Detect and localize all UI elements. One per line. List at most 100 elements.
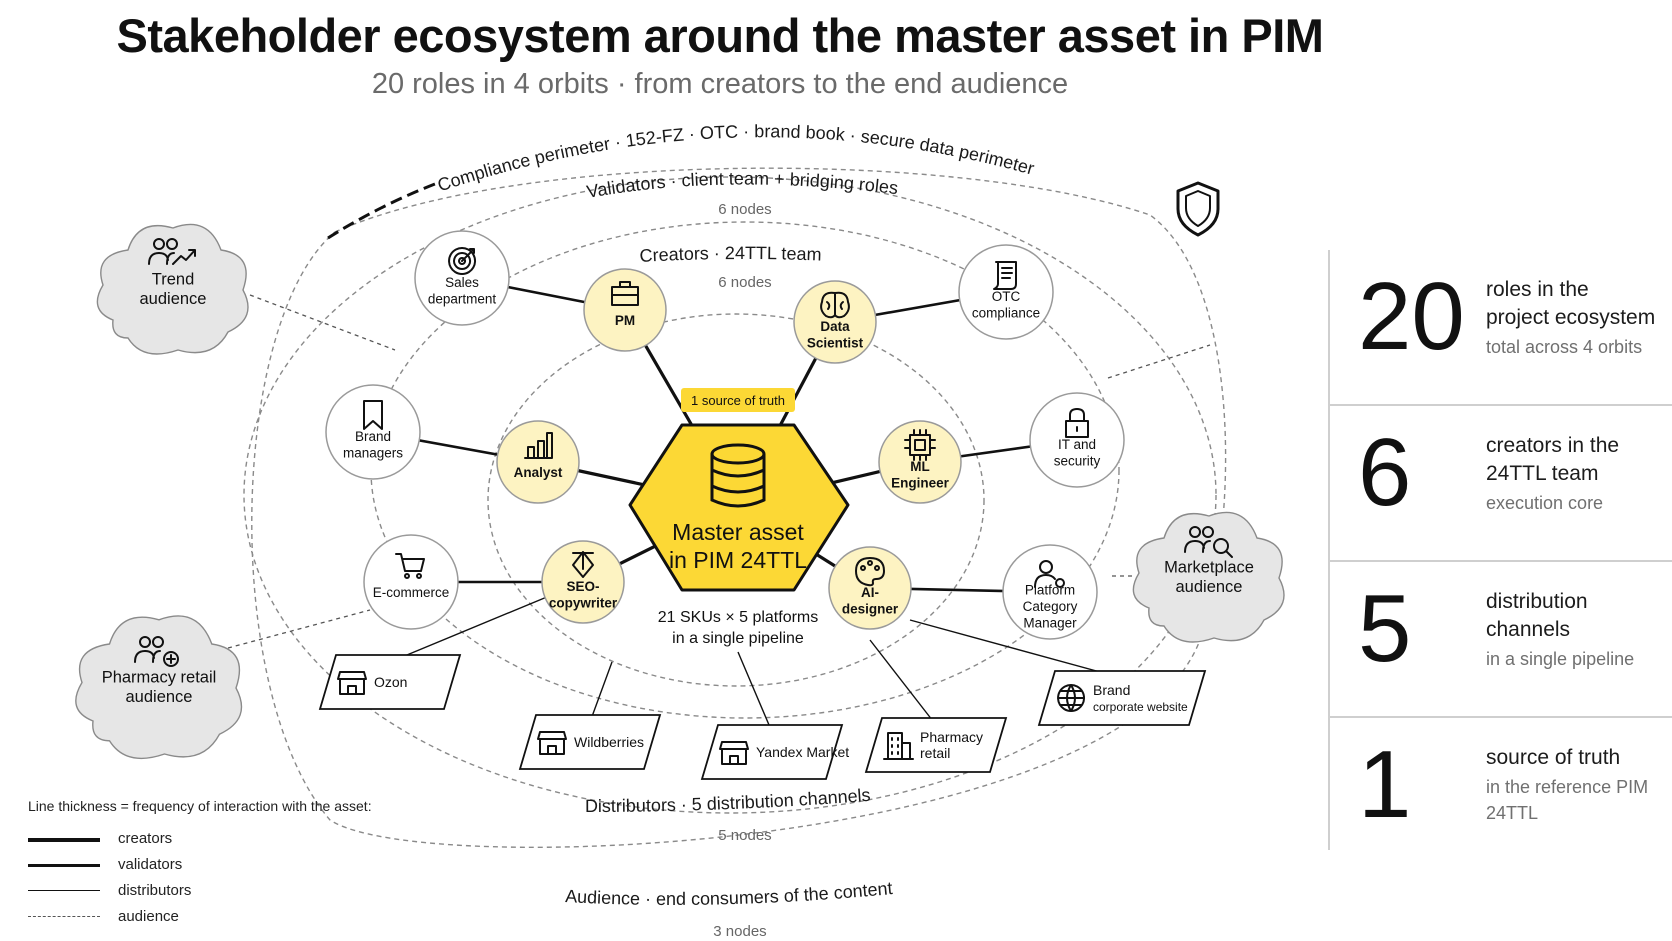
node-circle — [363, 534, 459, 630]
stat-caption: in a single pipeline — [1486, 649, 1635, 669]
stat-label-line2: project ecosystem — [1486, 306, 1656, 329]
audience-node-trend[interactable]: Trend audience — [96, 223, 249, 355]
distributor-card — [518, 714, 662, 770]
distributor-card — [700, 724, 844, 780]
globe-icon — [1057, 684, 1086, 712]
stat-source-of-truth: 1 source of truth in the reference PIM 2… — [1330, 718, 1672, 874]
creator-node-pm[interactable]: PM — [583, 268, 667, 352]
legend-line-dashed — [28, 916, 100, 917]
audience-connector — [249, 294, 396, 351]
node-label-line: Yandex Market — [756, 744, 849, 760]
stat-label-line2: channels — [1486, 618, 1571, 641]
stat-channels: 5 distribution channels in a single pipe… — [1330, 562, 1672, 718]
database-icon — [710, 443, 766, 508]
validator-node-e-commerce[interactable]: E-commerce — [363, 534, 459, 630]
node-label-line: Manager — [1023, 616, 1077, 631]
audience-connector — [227, 609, 371, 649]
stat-value: 1 — [1358, 731, 1412, 838]
page-title: Stakeholder ecosystem around the master … — [116, 9, 1324, 62]
distributor-card — [318, 654, 462, 710]
master-asset-title-line1: Master asset — [672, 519, 804, 545]
node-label-line: SEO- — [566, 579, 599, 594]
distributor-card — [1037, 670, 1207, 726]
node-label-line: Trend — [152, 270, 195, 288]
node-label-line: Brand — [355, 429, 391, 444]
distributor-connector — [589, 661, 613, 723]
briefcase-icon — [611, 281, 639, 306]
master-asset-node[interactable]: Master asset in PIM 24TTL — [628, 423, 850, 592]
stat-divider — [1330, 716, 1672, 718]
storefront-icon — [719, 741, 749, 765]
node-label-line: IT and — [1058, 437, 1096, 452]
users-trend-icon — [148, 238, 196, 265]
chip-icon — [904, 429, 936, 461]
users-plus-icon — [134, 636, 179, 667]
node-label-line: retail — [920, 745, 950, 761]
node-label-line: PM — [615, 313, 635, 328]
source-of-truth-badge-text: 1 source of truth — [691, 393, 785, 408]
distributor-node-wildberries[interactable]: Wildberries — [518, 714, 662, 770]
node-circle — [1029, 392, 1125, 488]
stat-value: 5 — [1358, 575, 1412, 682]
node-circle — [583, 268, 667, 352]
legend-label: validators — [118, 856, 183, 873]
node-circle — [828, 546, 912, 630]
audience-cloud — [75, 615, 243, 760]
distributor-connector — [909, 619, 1123, 679]
building-icon — [883, 732, 914, 760]
creator-node-ai-designer[interactable]: AI-designer — [828, 546, 912, 630]
node-circle — [958, 244, 1054, 340]
distributor-node-yandex-market[interactable]: Yandex Market — [700, 724, 849, 780]
storefront-icon — [537, 731, 567, 755]
shield-icon — [1176, 181, 1220, 237]
creators-orbit — [487, 313, 985, 687]
legend-item-creators: creators — [28, 828, 288, 848]
center-caption-line2: in a single pipeline — [672, 630, 804, 647]
distributors-orbit-count: 5 nodes — [718, 827, 771, 844]
validators-orbit-count: 6 nodes — [718, 201, 771, 218]
validators-orbit — [370, 221, 1120, 719]
stat-roles: 20 roles in the project ecosystem total … — [1330, 250, 1672, 406]
brain-icon — [820, 291, 850, 319]
node-label-line: OTC — [992, 289, 1021, 304]
center-caption-line1: 21 SKUs × 5 platforms — [658, 609, 819, 626]
users-search-icon — [1184, 526, 1233, 558]
audience-cloud — [1132, 511, 1285, 643]
stat-label-line1: roles in the — [1486, 278, 1589, 301]
line-legend: Line thickness = frequency of interactio… — [28, 798, 448, 938]
stat-divider — [1330, 404, 1672, 406]
stats-panel: 20 roles in the project ecosystem total … — [1328, 250, 1672, 850]
legend-line-thin — [28, 890, 100, 891]
cart-icon — [395, 553, 425, 579]
target-icon — [448, 247, 477, 275]
creator-node-seo-copywriter[interactable]: SEO-copywriter — [541, 540, 625, 624]
node-label-line: department — [428, 291, 497, 306]
stat-label-line1: source of truth — [1486, 746, 1621, 769]
node-label-line: copywriter — [549, 595, 618, 610]
node-label-line: audience — [140, 290, 207, 308]
audience-orbit-title: Audience · end consumers of the content — [565, 878, 894, 909]
creator-node-analyst[interactable]: Analyst — [496, 420, 580, 504]
node-circle — [325, 384, 421, 480]
palette-icon — [855, 557, 885, 587]
storefront-icon — [337, 671, 367, 695]
stat-caption: total across 4 orbits — [1486, 337, 1643, 357]
distributor-connector — [737, 651, 773, 733]
master-asset-hexagon — [628, 423, 850, 592]
legend-label: creators — [118, 830, 173, 847]
node-label-line: designer — [842, 601, 899, 616]
creators-orbit-title: Creators · 24TTL team — [639, 243, 822, 266]
node-label-line: Engineer — [891, 475, 950, 490]
distributor-node-ozon[interactable]: Ozon — [318, 654, 462, 710]
